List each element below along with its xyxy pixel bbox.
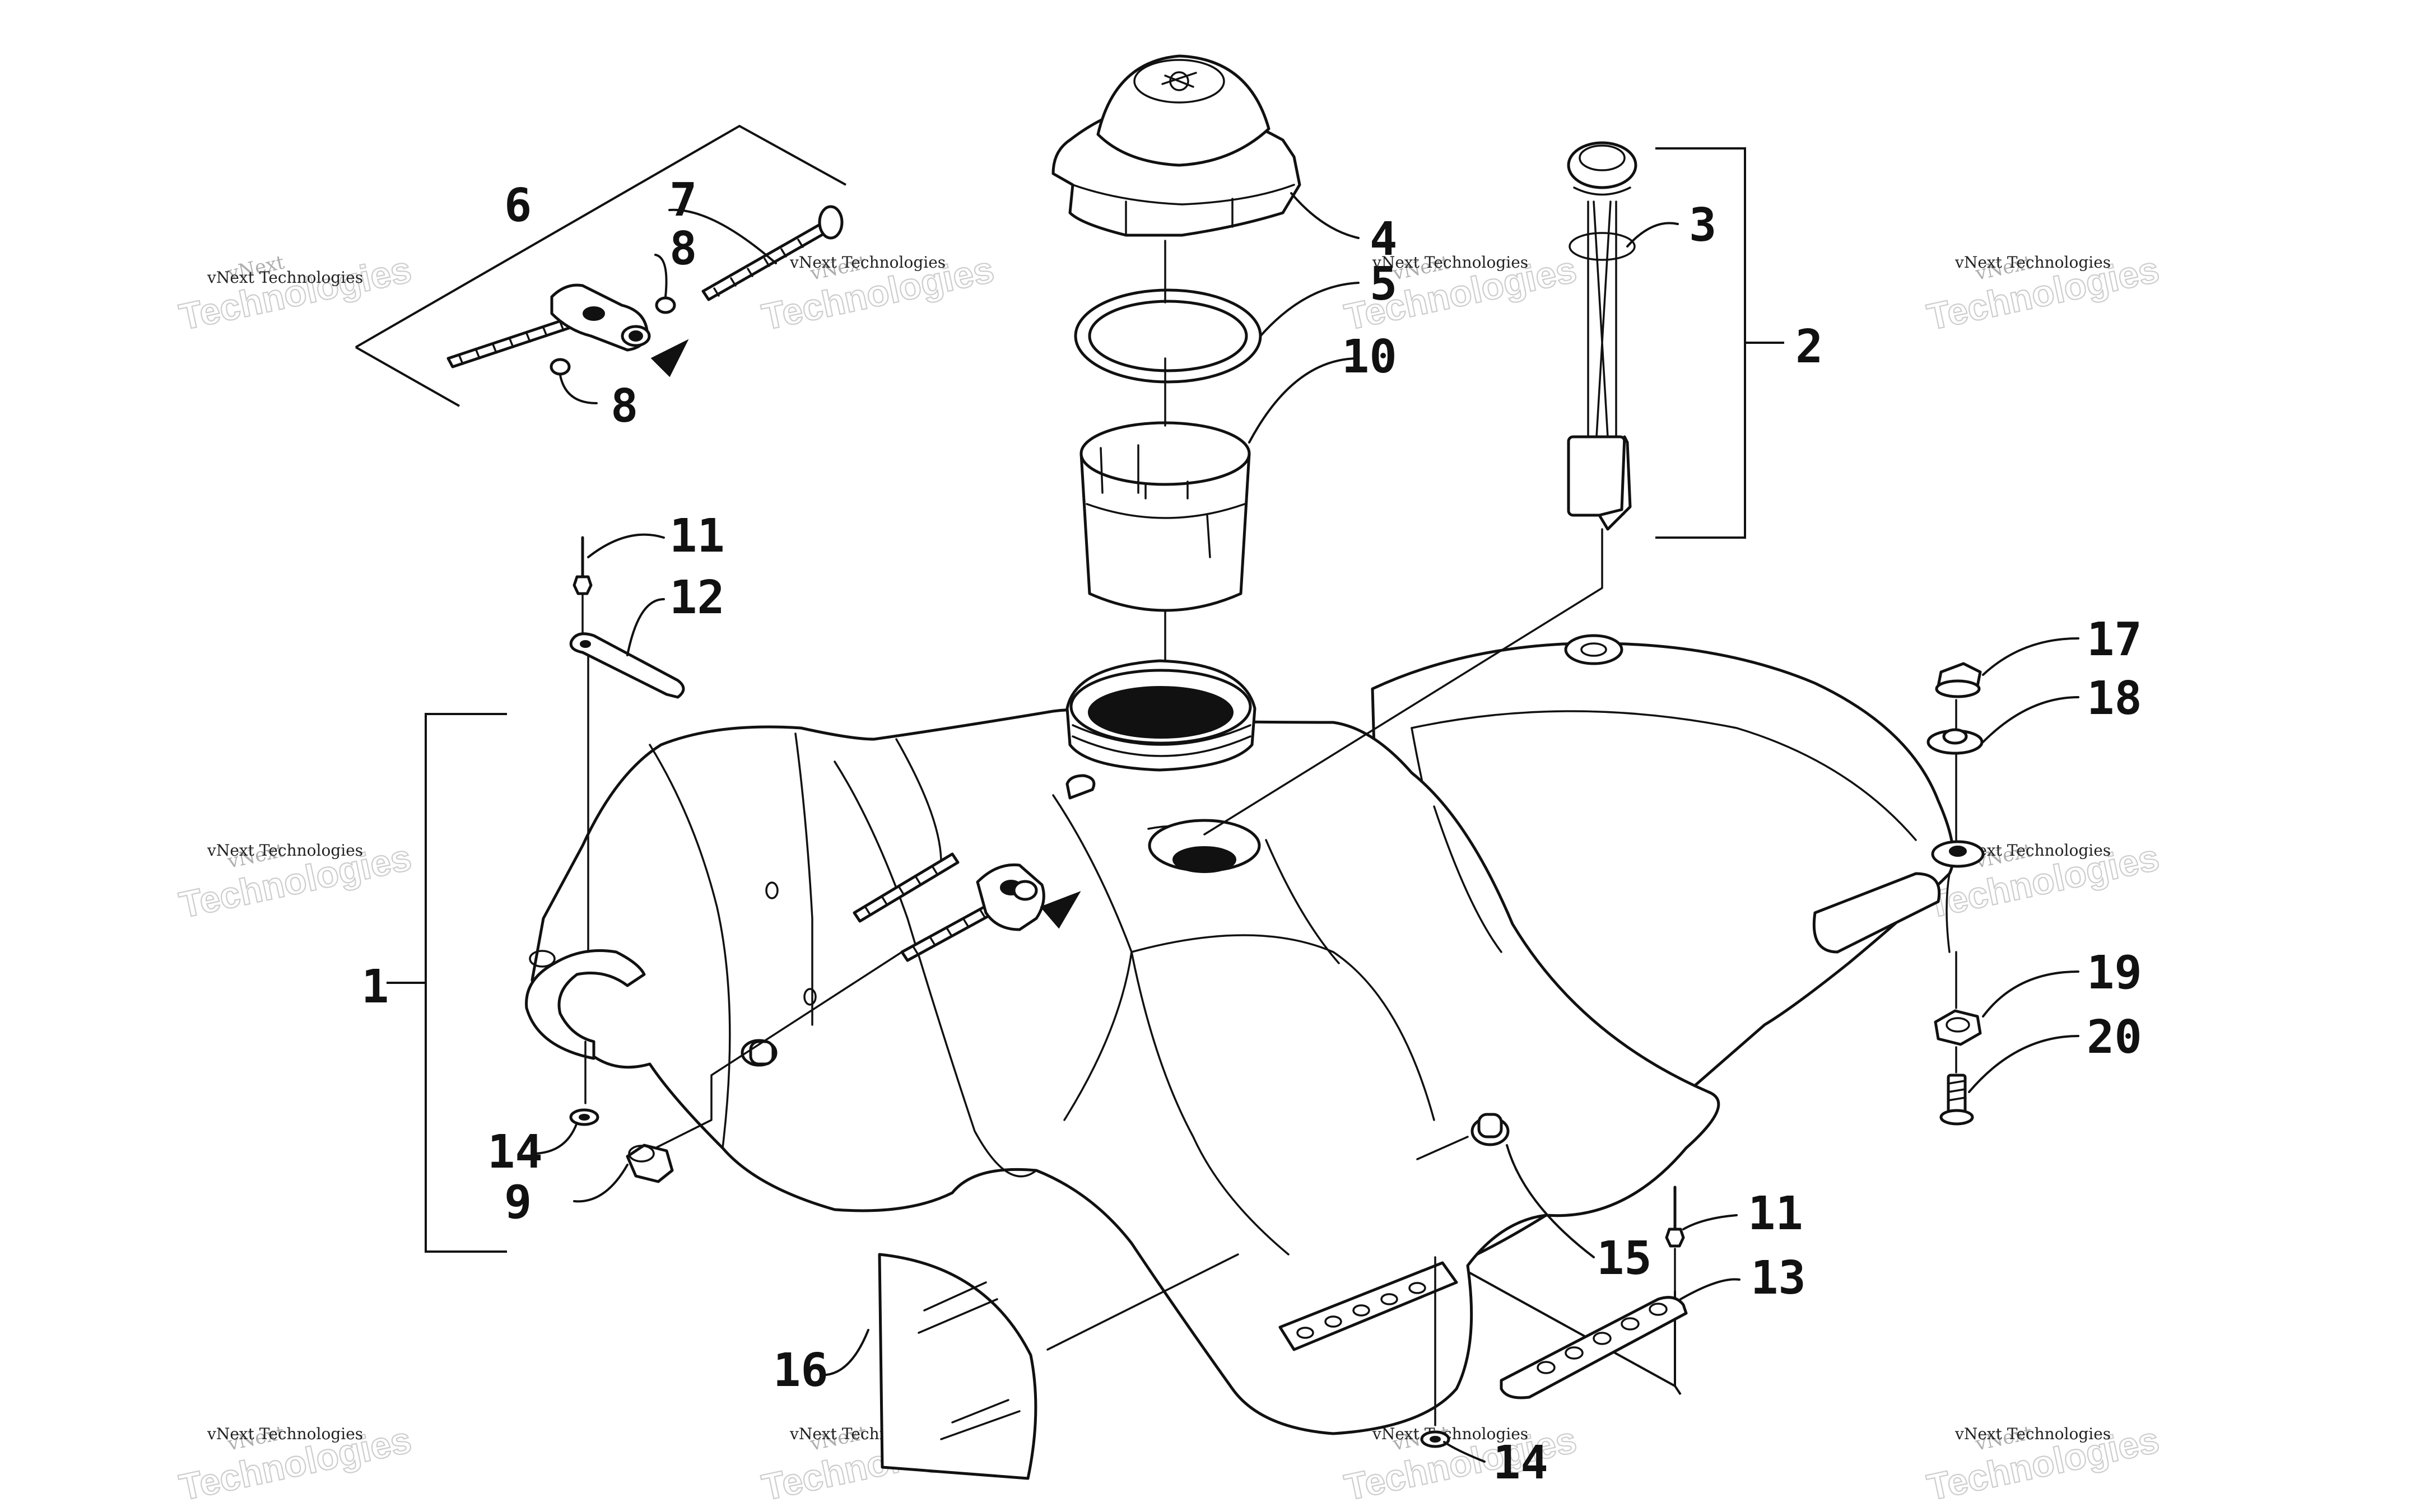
callout-14-bottom: 14 (1493, 1436, 1548, 1490)
callout-8-top: 8 (669, 222, 697, 276)
grommet-18 (1926, 728, 1984, 755)
watermark-small: vNext Technologies (789, 253, 946, 272)
watermark: vNext Technologies (175, 1418, 416, 1509)
callout-20: 20 (2087, 1011, 2142, 1064)
callout-16: 16 (773, 1344, 829, 1397)
callout-17: 17 (2087, 613, 2142, 666)
watermark-small: vNext Technologies (1372, 1425, 1528, 1443)
watermark-small: vNext Technologies (1954, 1425, 2111, 1443)
push-rivet-top (573, 536, 593, 595)
bracket-assembly-1 (387, 713, 507, 1253)
callout-1: 1 (361, 960, 389, 1014)
arrow-marker (650, 339, 689, 377)
callout-3: 3 (1689, 199, 1716, 252)
push-rivet-bottom (1665, 1186, 1685, 1248)
callout-14-left: 14 (487, 1126, 543, 1179)
watermark-small: vNext Technologies (1954, 253, 2111, 272)
heat-shield (878, 1253, 1037, 1480)
callout-8-bottom: 8 (611, 380, 638, 433)
leader-lines (531, 192, 2079, 1463)
watermark-line2: Technologies (176, 248, 415, 338)
fuel-tank-body (525, 634, 1955, 1435)
bracket-assembly-2 (1655, 147, 1784, 539)
fuel-cap (1051, 54, 1301, 237)
callout-9: 9 (504, 1176, 532, 1229)
callout-7: 7 (669, 174, 697, 227)
seal-ring (1074, 288, 1262, 384)
bolt-20 (1939, 1074, 1974, 1126)
callout-12: 12 (669, 571, 725, 624)
watermark-small: vNext Technologies (207, 841, 363, 860)
bracket-kit-6 (355, 124, 846, 407)
bracket-strap-13 (1431, 1250, 1682, 1396)
watermark-small: vNext Technologies (207, 1425, 363, 1443)
watermark-small: vNext Technologies (207, 268, 363, 287)
callout-5: 5 (1370, 258, 1397, 311)
strap-13 (1500, 1296, 1688, 1399)
callout-18: 18 (2087, 672, 2142, 725)
nut-19 (1934, 1009, 1982, 1046)
fuel-gauge-sender (1567, 141, 1637, 531)
callout-11-top: 11 (669, 510, 725, 563)
watermark: vNext Technologies (175, 836, 416, 926)
flange-nut-17 (1935, 662, 1982, 698)
watermark-small: vNext Technologies (1372, 253, 1528, 272)
strap-12 (569, 632, 685, 699)
callout-15: 15 (1597, 1232, 1652, 1285)
mounting-kit (446, 205, 844, 377)
callout-4: 4 (1370, 213, 1397, 266)
callout-6: 6 (504, 179, 532, 232)
tank-mount-ear (525, 949, 646, 1060)
filler-sleeve (1079, 421, 1251, 612)
callout-10: 10 (1342, 330, 1397, 384)
tank-bolt-assembly (853, 852, 1081, 962)
callout-2: 2 (1795, 320, 1823, 374)
callout-labels: 1 2 3 4 5 6 7 8 8 9 10 11 11 12 13 14 14… (361, 174, 2142, 1490)
callout-19: 19 (2087, 946, 2142, 1000)
watermark: vNext Technologies (1923, 248, 2163, 338)
callout-11-bottom: 11 (1748, 1187, 1803, 1240)
watermark: vNext Technologies (1923, 1418, 2163, 1509)
callout-13: 13 (1751, 1252, 1806, 1305)
alignment-lines (581, 240, 1957, 1426)
nut-9 (626, 1144, 674, 1183)
strap-12-hole (580, 640, 591, 648)
